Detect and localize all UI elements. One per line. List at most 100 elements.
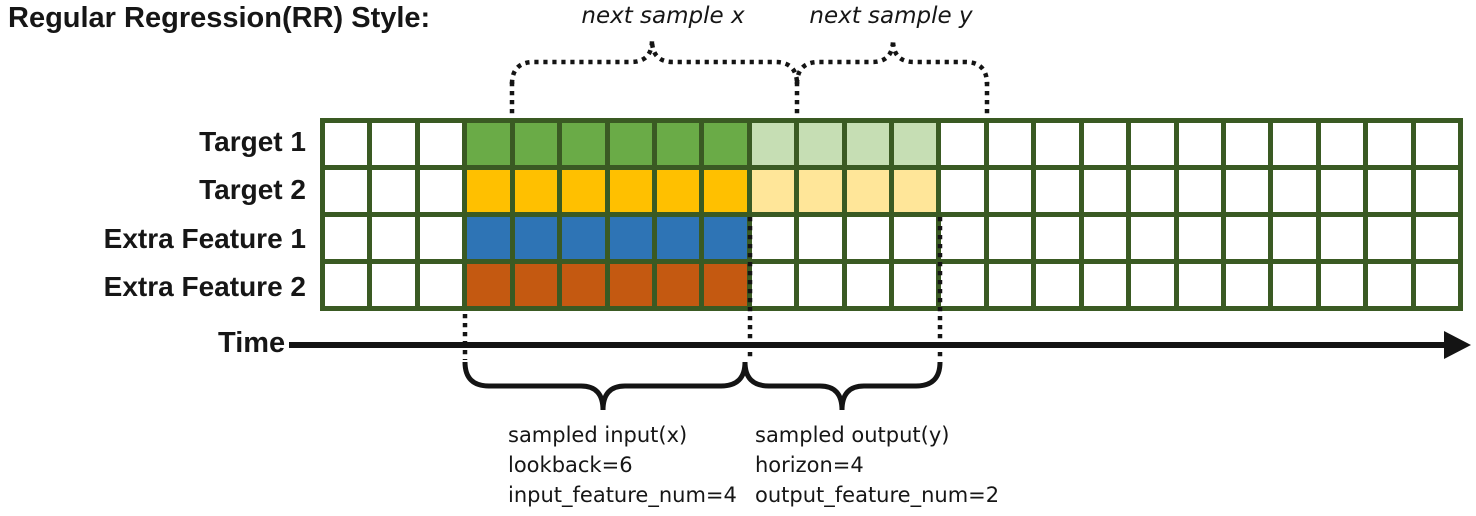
grid-cell-r3-c21 [1320, 264, 1364, 306]
next-sample-x-label: next sample x [581, 3, 745, 29]
grid-cell-r3-c14 [988, 264, 1032, 306]
grid-cell-r1-c4 [514, 170, 558, 212]
grid-cell-r1-c18 [1178, 170, 1221, 212]
grid-cell-r3-c17 [1131, 264, 1174, 306]
sampled-input-annotation: sampled input(x) lookback=6 input_featur… [508, 420, 737, 510]
grid-cell-r0-c19 [1225, 123, 1269, 165]
grid-cell-r0-c4 [514, 123, 558, 165]
grid-cell-r1-c7 [656, 170, 700, 212]
grid-cell-r0-c22 [1368, 123, 1411, 165]
grid-cell-r2-c15 [1036, 217, 1079, 259]
grid-cell-r2-c11 [846, 217, 889, 259]
grid-cell-r2-c4 [514, 217, 558, 259]
grid-cell-r0-c10 [799, 123, 842, 165]
grid-cell-r0-c23 [1415, 123, 1458, 165]
next-sample-x-brace [509, 39, 800, 85]
next-sample-y-brace [794, 39, 990, 85]
diagram-title: Regular Regression(RR) Style: [8, 2, 431, 34]
grid-cell-r0-c13 [941, 123, 984, 165]
grid-cell-r2-c21 [1320, 217, 1364, 259]
grid-cell-r0-c2 [419, 123, 463, 165]
grid-cell-r1-c15 [1036, 170, 1079, 212]
grid-cell-r1-c10 [799, 170, 842, 212]
grid-cell-r2-c19 [1225, 217, 1269, 259]
grid-cell-r2-c22 [1368, 217, 1411, 259]
grid-cell-r1-c22 [1368, 170, 1411, 212]
sampled-output-brace [742, 361, 943, 411]
grid-cell-r1-c2 [419, 170, 463, 212]
grid-cell-r1-c0 [325, 170, 368, 212]
grid-cell-r0-c1 [372, 123, 415, 165]
grid-cell-r2-c13 [941, 217, 984, 259]
grid-cell-r0-c14 [988, 123, 1032, 165]
sampled-output-title: sampled output(y) [755, 423, 950, 447]
grid-cell-r1-c11 [846, 170, 889, 212]
horizon-param: horizon=4 [755, 453, 864, 477]
grid-cell-r1-c13 [941, 170, 984, 212]
grid-cell-r3-c4 [514, 264, 558, 306]
grid-cell-r3-c16 [1083, 264, 1127, 306]
next-sample-y-label: next sample y [809, 3, 973, 29]
row-label-extra-feature-1: Extra Feature 1 [103, 222, 306, 254]
grid-cell-r2-c5 [562, 217, 605, 259]
grid-cell-r2-c20 [1273, 217, 1316, 259]
grid-cell-r0-c15 [1036, 123, 1079, 165]
row-label-target-1: Target 1 [199, 126, 306, 158]
grid-cell-r0-c21 [1320, 123, 1364, 165]
input-feature-param: input_feature_num=4 [508, 483, 737, 507]
grid-cell-r1-c20 [1273, 170, 1316, 212]
grid-cell-r0-c0 [325, 123, 368, 165]
grid-cell-r3-c7 [656, 264, 700, 306]
grid-cell-r3-c8 [704, 264, 747, 306]
grid-cell-r3-c12 [894, 264, 937, 306]
grid-cell-r0-c18 [1178, 123, 1221, 165]
grid-cell-r0-c6 [609, 123, 652, 165]
grid-cell-r0-c5 [562, 123, 605, 165]
sampled-output-annotation: sampled output(y) horizon=4 output_featu… [755, 420, 999, 510]
grid-cell-r1-c9 [751, 170, 795, 212]
grid-cell-r3-c6 [609, 264, 652, 306]
grid-cell-r0-c11 [846, 123, 889, 165]
grid-cell-r3-c1 [372, 264, 415, 306]
grid-cell-r1-c3 [467, 170, 510, 212]
grid-cell-r1-c23 [1415, 170, 1458, 212]
grid-cell-r1-c12 [894, 170, 937, 212]
row-label-target-2: Target 2 [199, 174, 306, 206]
grid-cell-r2-c23 [1415, 217, 1458, 259]
grid-cell-r3-c22 [1368, 264, 1411, 306]
grid-cell-r2-c9 [751, 217, 795, 259]
grid-cell-r1-c6 [609, 170, 652, 212]
grid-cell-r1-c16 [1083, 170, 1127, 212]
grid-cell-r1-c5 [562, 170, 605, 212]
grid-cell-r3-c10 [799, 264, 842, 306]
grid-cell-r0-c7 [656, 123, 700, 165]
grid-cell-r2-c14 [988, 217, 1032, 259]
grid-cell-r2-c1 [372, 217, 415, 259]
grid-cell-r3-c11 [846, 264, 889, 306]
row-labels: Target 1 Target 2 Extra Feature 1 Extra … [0, 118, 312, 311]
output-feature-param: output_feature_num=2 [755, 483, 1000, 507]
grid-cell-r2-c6 [609, 217, 652, 259]
grid-cell-r2-c7 [656, 217, 700, 259]
grid-cell-r3-c0 [325, 264, 368, 306]
grid-cell-r3-c19 [1225, 264, 1269, 306]
grid-cell-r3-c9 [751, 264, 795, 306]
grid-cell-r2-c8 [704, 217, 747, 259]
sampled-input-brace [462, 361, 748, 411]
grid-cell-r0-c12 [894, 123, 937, 165]
grid-cell-r1-c1 [372, 170, 415, 212]
grid-cell-r2-c0 [325, 217, 368, 259]
grid-cell-r1-c14 [988, 170, 1032, 212]
grid-cell-r3-c3 [467, 264, 510, 306]
grid-cell-r0-c9 [751, 123, 795, 165]
grid-cell-r3-c5 [562, 264, 605, 306]
grid-cell-r0-c20 [1273, 123, 1316, 165]
grid-cell-r3-c18 [1178, 264, 1221, 306]
grid-cell-r2-c10 [799, 217, 842, 259]
grid-cell-r3-c23 [1415, 264, 1458, 306]
grid-cell-r2-c2 [419, 217, 463, 259]
sampled-input-title: sampled input(x) [508, 423, 688, 447]
grid-cell-r1-c19 [1225, 170, 1269, 212]
grid-cell-r3-c15 [1036, 264, 1079, 306]
